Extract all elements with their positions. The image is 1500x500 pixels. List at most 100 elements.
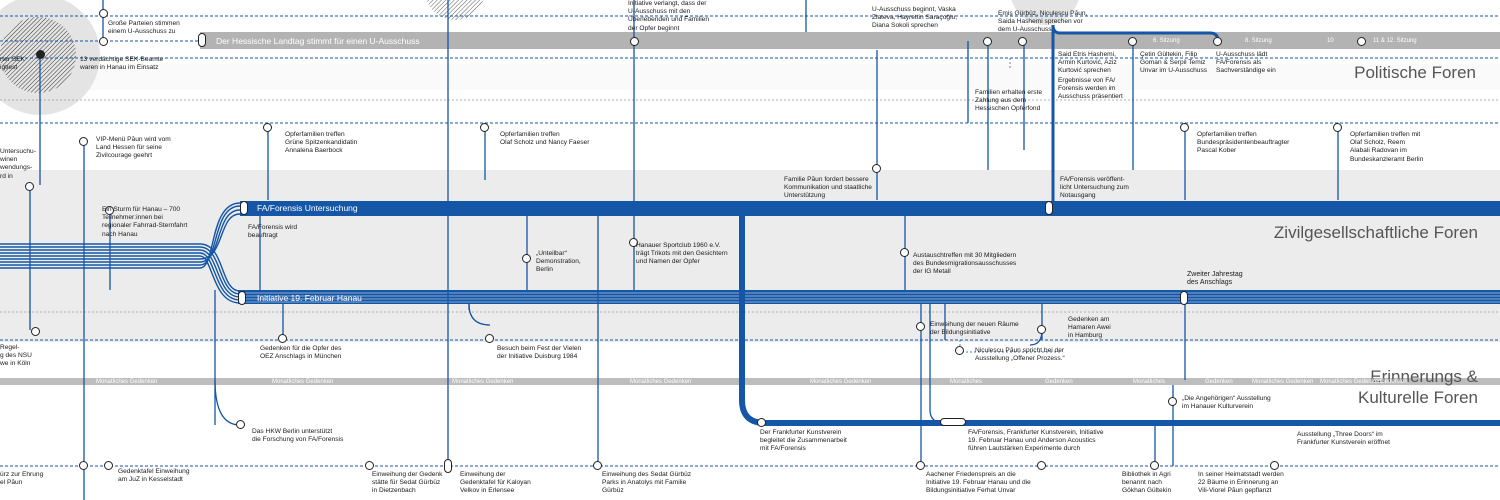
event-label-39: Einweihung der Gedenktafel für Kaloyan V… — [460, 471, 531, 495]
event-label-44: ürz zur Ehrung el Păun — [0, 471, 44, 487]
hatched-circle-top — [426, 0, 484, 20]
event-label-28: Niculescu Păun spricht bei der Ausstellu… — [975, 347, 1065, 363]
monthly-7: Monatliches — [950, 379, 983, 385]
monthly-9: Monatliches — [1133, 379, 1166, 385]
event-label-37: Gedenktafel Einweihung am JuZ in Kessels… — [118, 468, 190, 484]
event-node — [630, 37, 639, 46]
event-label-08: Çetin Gültekin, Filip Goman & Serpil Tem… — [1140, 51, 1208, 75]
event-node — [79, 461, 88, 470]
event-node — [1213, 37, 1222, 46]
event-node — [1150, 461, 1159, 470]
monthly-1: Monatliches Gedenken — [96, 379, 158, 385]
event-node — [278, 334, 287, 343]
event-label-34: Der Frankfurter Kunstverein begleitet di… — [760, 429, 847, 453]
event-node — [365, 461, 374, 470]
event-node — [1037, 325, 1046, 334]
fa-marker — [240, 201, 248, 215]
event-node — [757, 418, 766, 427]
event-label-16: Opferfamilien treffen mit Olaf Scholz, R… — [1350, 131, 1424, 163]
event-node — [983, 37, 992, 46]
event-label-42: Bibliothek in Agri benannt nach Gökhan G… — [1122, 471, 1172, 495]
monthly-3: Monatliches Gedenken — [452, 379, 514, 385]
event-label-10: Ergebnisse von FA/ Forensis werden im Au… — [1058, 77, 1123, 101]
event-node — [1037, 461, 1046, 470]
landtag-marker — [198, 33, 206, 47]
section-erinnerung: Erinnerungs & Kulturelle Foren — [1357, 367, 1478, 407]
event-marker-pill — [444, 459, 452, 473]
event-label-18: Ein Sturm für Hanau – 700 Teilnehmer:inn… — [102, 206, 188, 238]
event-node — [99, 9, 108, 18]
event-label-05: U-Ausschuss beginnt, Vaska Zlateva, Hayr… — [872, 6, 958, 30]
event-label-40: Einweihung des Sedat Gürbüz Parks in Ana… — [602, 471, 692, 495]
event-node — [480, 123, 489, 132]
event-label-15: Opferfamilien treffen Bundespräsidenten​… — [1197, 131, 1290, 155]
event-label-14: Opferfamilien treffen Olaf Scholz und Na… — [500, 131, 590, 147]
event-node — [79, 137, 88, 146]
session-6: 6. Sitzung — [1153, 38, 1180, 44]
event-label-35: FA/Forensis, Frankfurter Kunstverein, In… — [968, 429, 1104, 453]
event-node — [485, 334, 494, 343]
event-node — [25, 182, 34, 191]
event-node — [105, 206, 114, 215]
event-label-36: Ausstellung „Three Doors“ im Frankfurter… — [1297, 431, 1390, 447]
event-node — [522, 254, 531, 263]
monthly-10: Gedenken — [1205, 379, 1233, 385]
event-label-20: FA/Forensis veröffent- licht Untersuchun… — [1060, 176, 1129, 200]
politische-band-bg — [0, 64, 1500, 90]
event-label-17: Untersuchu- winen wendungs- rd in — [0, 148, 36, 180]
event-node — [1270, 461, 1279, 470]
landtag-band — [200, 32, 1500, 49]
event-node — [872, 164, 881, 173]
event-node — [1018, 37, 1027, 46]
event-node — [916, 461, 925, 470]
event-label-41: Aachener Friedenspreis an die Initiative… — [926, 471, 1031, 495]
event-label-33: Das HKW Berlin unterstützt die Forschung… — [252, 428, 344, 444]
section-politische: Politische Foren — [1354, 63, 1476, 82]
hatched-circle-top-bg — [1011, 0, 1079, 25]
event-node — [236, 420, 245, 429]
event-label-03: 13 verdächtige SEK-Beamte waren in Hanau… — [80, 56, 164, 72]
event-label-23: Hanauer Sportclub 1960 e.V. trägt Trikot… — [636, 242, 728, 266]
event-node — [1128, 37, 1137, 46]
event-node — [31, 327, 40, 336]
event-label-43: In seiner Heimatstadt werden 22 Bäume in… — [1198, 471, 1284, 495]
event-label-09: U-Ausschuss lädt FA/Forensis als Sachver… — [1216, 51, 1276, 75]
event-node — [1180, 123, 1189, 132]
event-label-25: Zweiter Jahrestag des Anschlags — [1187, 271, 1243, 287]
event-marker-pill — [940, 418, 966, 426]
event-label-01: Große Parteien stimmen einem U-Ausschuss… — [108, 20, 180, 36]
initiative-band-label: Initiative 19. Februar Hanau — [257, 293, 362, 303]
event-label-31: Regel- g des NSU we in Köln — [0, 344, 32, 368]
event-node — [900, 248, 909, 257]
event-label-32: „Die Angehörigen“ Ausstellung im Hanauer… — [1182, 395, 1271, 411]
event-label-06: Emiş Gürbüz, Niculescu Păun, Saida Hashe… — [998, 10, 1088, 34]
event-node — [955, 346, 964, 355]
event-label-02: rter SEK igtiest — [0, 56, 25, 72]
event-label-04: Initiative verlangt, dass der U-Ausschus… — [628, 0, 710, 32]
session-8: 8. Sitzung — [1245, 38, 1272, 44]
event-label-07: Said Etris Hashemi, Armin Kurtović, Aziz… — [1058, 51, 1117, 75]
event-node — [1357, 37, 1366, 46]
event-label-13: Opferfamilien treffen Grüne Spitzenkandi… — [285, 131, 358, 155]
event-node — [263, 123, 272, 132]
event-node — [1333, 123, 1342, 132]
section-zivil: Zivilgesellschaftliche Foren — [1273, 223, 1478, 242]
event-node — [629, 238, 638, 247]
monthly-11: Monatliches Gedenken — [1252, 379, 1314, 385]
monthly-8: Gedenken — [1045, 379, 1073, 385]
monthly-2: Monatliches Gedenken — [272, 379, 334, 385]
session-10: 10 — [1327, 38, 1334, 44]
monthly-band — [0, 378, 1500, 385]
event-label-11: Familien erhalten erste Zahlung aus dem … — [975, 89, 1043, 113]
monthly-5: Monatliches Gedenken — [810, 379, 872, 385]
zivil-band-bg — [0, 170, 1500, 342]
event-node — [1168, 397, 1177, 406]
event-node — [36, 50, 45, 59]
event-label-21: FA/Forensis wird beauftragt — [248, 224, 298, 240]
event-node — [593, 461, 602, 470]
initiative-marker — [238, 291, 246, 305]
event-label-38: Einweihung der Gedenk stätte für Sedat G… — [372, 471, 443, 495]
landtag-band-label: Der Hessische Landtag stimmt für einen U… — [216, 36, 420, 46]
